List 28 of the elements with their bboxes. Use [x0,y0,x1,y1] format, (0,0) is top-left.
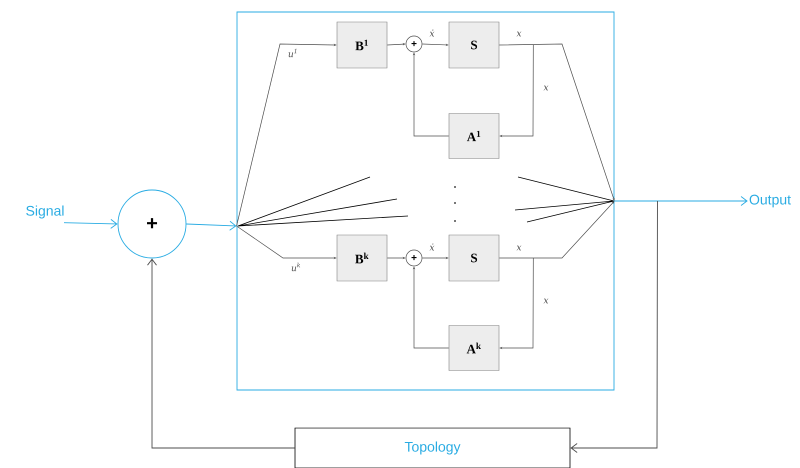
summing-junction: + [118,190,186,258]
arrow [498,44,615,201]
edge-label: x [542,298,550,304]
edge-label: x [542,85,550,91]
arrow [614,196,748,206]
block-box: A$^{k}$ [448,325,500,371]
arrow [186,220,237,231]
block-box: S [448,234,500,282]
edge-label: u$^{1}$ [287,48,299,58]
summing-junction: + [406,250,422,266]
edge-label: u$^{k}$ [290,262,302,272]
edge-label: ẋ [428,243,436,251]
edge-label: x [516,245,522,251]
signal-label: Signal [26,205,64,219]
block-box: A$^{1}$ [448,113,500,159]
arrow [147,258,296,448]
arrow [498,201,614,258]
arrow [570,200,658,453]
block-box: B$^{k}$ [336,234,388,282]
topology-box: Topology [294,428,570,468]
block-box: S [448,22,500,68]
block-box: B$^{1}$ [336,22,388,68]
summing-junction: + [406,36,422,52]
subsystem-frame [236,12,614,390]
edge-label: ẋ [428,29,436,37]
arrow [64,218,118,229]
signal-label: Output [750,194,791,208]
edge-label: x [516,31,522,37]
